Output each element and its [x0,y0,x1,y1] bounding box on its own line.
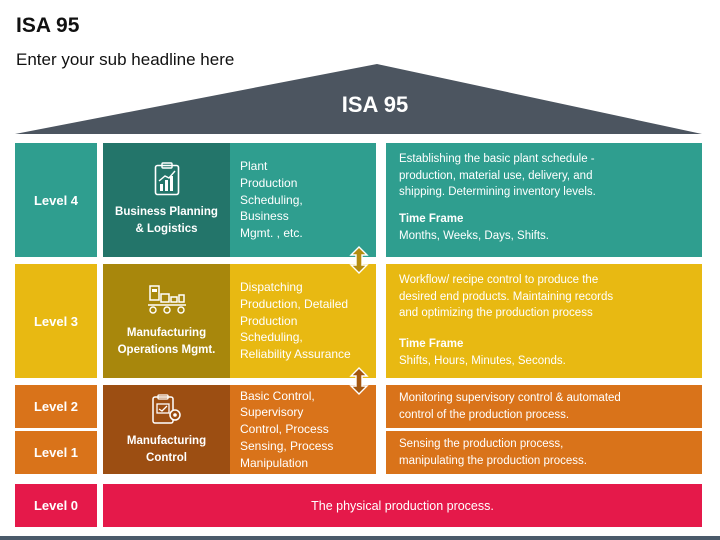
description-line: production, material use, delivery, and [399,169,593,182]
functions-control: Basic Control, Supervisory Control, Proc… [230,385,376,474]
description-line: Establishing the basic plant schedule - [399,153,595,165]
function-line: Production [240,313,298,328]
time-frame-label: Time Frame [399,338,464,351]
description-line: and optimizing the production process [399,307,593,320]
page-subtitle: Enter your sub headline here [16,50,235,69]
description-level-2: Monitoring supervisory control & automat… [386,385,702,428]
roof-shape [15,64,702,134]
time-frame-value: Shifts, Hours, Minutes, Seconds. [399,354,566,367]
category-business-line2: & Logistics [135,223,198,235]
function-line: Scheduling, [240,330,303,345]
category-business-planning: Business Planning & Logistics [103,143,230,257]
category-control-line2: Control [146,451,187,464]
category-business-line1: Business Planning [115,206,218,219]
function-line: Manipulation [240,455,309,470]
control-clipboard-gear-icon [151,394,181,424]
roof-label: ISA 95 [341,92,409,117]
level-3-label: Level 3 [15,264,97,378]
footer-bar [0,536,720,540]
function-line: Dispatching [240,280,303,294]
description-line: Workflow/ recipe control to produce the [399,274,599,286]
level-4-label: Level 4 [15,143,97,257]
functions-business: Plant Production Scheduling, Business Mg… [230,143,376,257]
category-mom-line1: Manufacturing [126,327,207,340]
function-line: Supervisory [240,405,304,420]
description-line: Sensing the production process, [399,437,564,450]
function-line: Business [240,209,289,224]
level-2-label: Level 2 [15,385,97,428]
function-line: Control, Process [240,422,329,437]
page-title: ISA 95 [16,14,80,37]
time-frame-label: Time Frame [399,213,464,226]
description-line: control of the production process. [399,408,570,421]
function-line: Production [240,175,298,190]
function-line: Sensing, Process [240,438,334,453]
double-arrow-icon [349,367,369,395]
function-line: Plant [240,159,268,173]
description-line: desired end products. Maintaining record… [399,290,614,303]
level-1-label: Level 1 [15,431,97,474]
level-0-label: Level 0 [15,484,97,527]
description-line: shipping. Determining inventory levels. [399,186,596,199]
description-line: Monitoring supervisory control & automat… [399,391,621,404]
double-arrow-icon [349,246,369,274]
function-line: Basic Control, [240,388,315,403]
function-line: Production, Detailed [240,296,349,311]
chart-clipboard-icon [154,162,179,196]
function-line: Mgmt. , etc. [240,226,303,241]
category-manufacturing-operations: Manufacturing Operations Mgmt. [103,264,230,378]
functions-mom: Dispatching Production, Detailed Product… [230,264,376,378]
description-level-3: Workflow/ recipe control to produce the … [386,264,702,378]
factory-icon [147,285,186,315]
function-line: Scheduling, [240,192,303,207]
function-line: Reliability Assurance [240,347,351,362]
description-level-4: Establishing the basic plant schedule - … [386,143,702,257]
category-mom-line2: Operations Mgmt. [117,344,216,356]
description-level-1: Sensing the production process, manipula… [386,431,702,474]
description-line: manipulating the production process. [399,454,587,467]
time-frame-value: Months, Weeks, Days, Shifts. [399,229,549,242]
description-level-0: The physical production process. [103,484,702,527]
category-control-line1: Manufacturing [126,434,207,447]
category-manufacturing-control: Manufacturing Control [103,385,230,474]
